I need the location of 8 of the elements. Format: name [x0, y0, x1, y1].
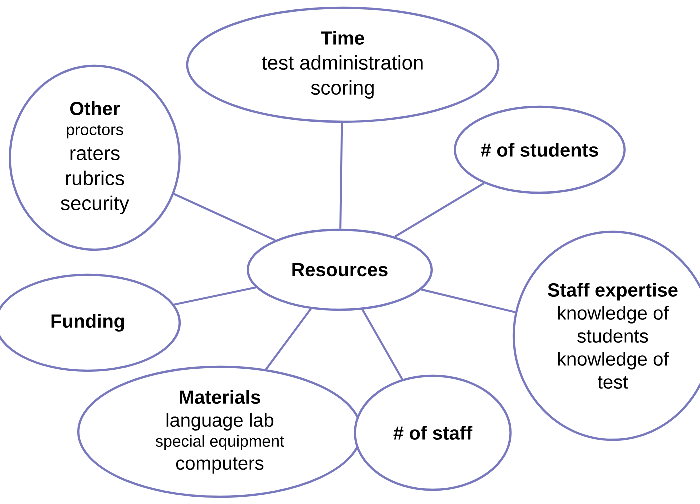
connector-line — [394, 182, 485, 238]
connector-line — [421, 288, 516, 314]
connector-line — [362, 309, 404, 380]
node-label: # of staff — [394, 426, 473, 440]
connector-line — [174, 193, 276, 242]
connector-line — [174, 286, 256, 306]
connector-line — [340, 123, 344, 229]
connector-line — [266, 308, 312, 370]
